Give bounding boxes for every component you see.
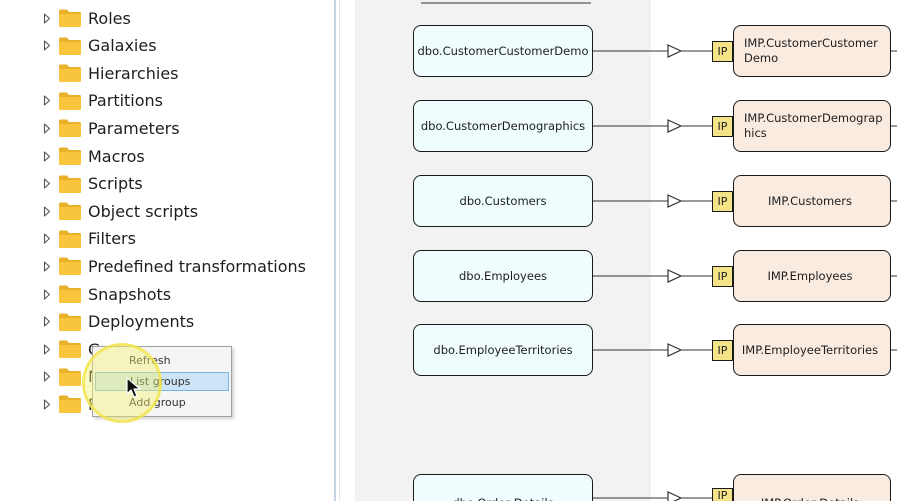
tree-item[interactable]: Roles (40, 6, 131, 30)
tree-item[interactable]: F (40, 392, 97, 416)
tree-item[interactable]: Deployments (40, 310, 194, 334)
ip-badge: IP (712, 190, 733, 212)
folder-icon (59, 257, 81, 276)
splitter-line-secondary (339, 0, 340, 501)
target-table-label: IMP.Order Details (761, 496, 859, 501)
tree-item-label: Galaxies (88, 36, 157, 56)
folder-icon (59, 92, 81, 110)
target-table-node[interactable]: IMP.EmployeeTerritories (733, 324, 891, 376)
expand-chevron-icon[interactable] (40, 227, 54, 251)
target-table-node[interactable]: IMP.CustomerDemographics (733, 100, 891, 152)
folder-icon (59, 147, 81, 165)
tree-item-label: Parameters (88, 118, 180, 138)
tree-item-label: Scripts (88, 174, 143, 194)
expand-chevron-icon[interactable] (40, 116, 54, 140)
expand-chevron-icon[interactable] (40, 254, 54, 278)
tree-item[interactable]: Partitions (40, 89, 163, 113)
expand-chevron-icon[interactable] (40, 6, 54, 30)
connector-arrow-icon (667, 194, 683, 208)
tree-item[interactable]: Filters (40, 227, 136, 251)
folder-icon (59, 37, 81, 55)
connector-arrow-icon (667, 491, 683, 501)
folder-icon (59, 9, 81, 27)
tree-item-label: Snapshots (88, 284, 172, 304)
menu-item-list-groups[interactable]: List groups (95, 372, 229, 391)
expand-chevron-icon[interactable] (40, 172, 54, 196)
expand-chevron-icon[interactable] (40, 337, 54, 361)
menu-item-refresh[interactable]: Refresh (129, 354, 171, 367)
connector-arrow-icon (667, 44, 683, 58)
tree-item[interactable]: Scripts (40, 172, 143, 196)
folder-icon (59, 64, 81, 83)
tree-item-label: Macros (88, 146, 145, 166)
tree-item[interactable]: Hierarchies (40, 61, 179, 85)
tree-item-label: Deployments (88, 312, 195, 332)
expand-chevron-icon (40, 61, 54, 85)
ip-badge: IP (712, 265, 733, 287)
target-table-node[interactable]: IMP.Customers (733, 175, 891, 227)
connector-arrow-icon (667, 119, 683, 133)
folder-icon (59, 119, 81, 138)
ip-badge: IP (712, 488, 733, 501)
expand-chevron-icon[interactable] (40, 34, 54, 58)
tree-item-label: Predefined transformations (88, 256, 306, 276)
source-table-node[interactable]: dbo.Customers (413, 175, 593, 227)
folder-icon (59, 368, 81, 386)
source-table-node[interactable]: dbo.EmployeeTerritories (413, 324, 593, 376)
target-table-node[interactable]: IMP.CustomerCustomerDemo (733, 25, 891, 77)
folder-icon (59, 340, 81, 359)
tree-item-label: Object scripts (88, 201, 199, 221)
source-table-node[interactable]: dbo.CustomerDemographics (413, 100, 593, 152)
source-table-node[interactable]: dbo.Employees (413, 250, 593, 302)
tree-item-label: Roles (88, 8, 131, 28)
tree-item[interactable]: Object scripts (40, 199, 198, 223)
tree-item[interactable]: Macros (40, 144, 145, 168)
tree-item-label: Filters (88, 229, 136, 249)
ip-badge: IP (712, 40, 733, 62)
folder-icon (59, 395, 81, 414)
menu-item-add-group[interactable]: Add group (129, 396, 186, 409)
target-table-node[interactable]: IMP.Order Details (733, 474, 891, 501)
target-table-node[interactable]: IMP.Employees (733, 250, 891, 302)
source-table-label: dbo.Order Details (452, 496, 553, 501)
folder-icon (59, 202, 81, 221)
ip-badge: IP (712, 339, 733, 361)
tree-item[interactable]: Parameters (40, 116, 180, 140)
tree-item[interactable]: Snapshots (40, 282, 171, 306)
tree-item[interactable]: Galaxies (40, 34, 157, 58)
tree-item-label: Hierarchies (88, 63, 179, 83)
folder-icon (59, 175, 81, 193)
expand-chevron-icon[interactable] (40, 282, 54, 306)
expand-chevron-icon[interactable] (40, 199, 54, 223)
folder-icon (59, 230, 81, 248)
tree-item-label: Partitions (88, 91, 164, 111)
connector-layer (421, 2, 897, 501)
connector-arrow-icon (667, 269, 683, 283)
folder-icon (59, 313, 81, 331)
ip-badge: IP (712, 115, 733, 137)
expand-chevron-icon[interactable] (40, 365, 54, 389)
expand-chevron-icon[interactable] (40, 144, 54, 168)
tree-item[interactable]: N (40, 365, 100, 389)
connector-arrow-icon (667, 343, 683, 357)
expand-chevron-icon[interactable] (40, 89, 54, 113)
source-table-node[interactable]: dbo.CustomerCustomerDemo (413, 25, 593, 77)
expand-chevron-icon[interactable] (40, 392, 54, 416)
splitter-line (334, 0, 336, 501)
expand-chevron-icon[interactable] (40, 310, 54, 334)
folder-icon (59, 285, 81, 303)
tree-item[interactable]: Predefined transformations (40, 254, 306, 278)
source-table-node[interactable]: dbo.Order Details (413, 474, 593, 501)
panel-splitter[interactable] (331, 0, 341, 501)
